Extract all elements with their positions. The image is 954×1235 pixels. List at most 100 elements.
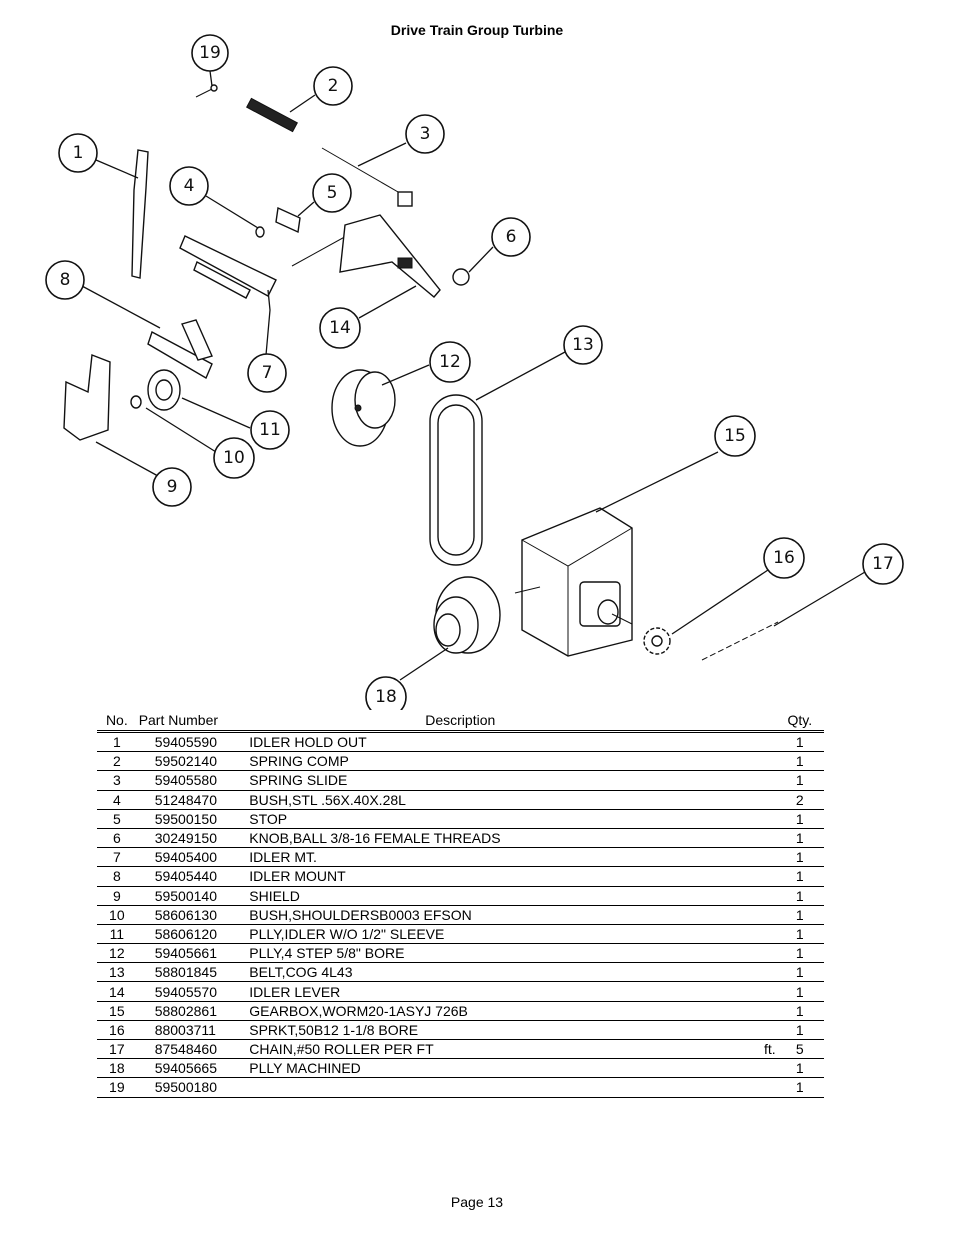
callout-8: 8: [45, 260, 85, 300]
cell-no: 7: [97, 847, 137, 868]
cell-qty: 5: [775, 1039, 824, 1060]
part-16-sprocket: [643, 627, 671, 655]
cell-no: 2: [97, 751, 137, 772]
cell-description: KNOB,BALL 3/8-16 FEMALE THREADS: [247, 828, 737, 849]
part-11-idler-pulley: [147, 369, 181, 411]
cell-unit: [736, 770, 776, 791]
cell-description: BUSH,STL .56X.40X.28L: [247, 790, 737, 810]
callout-7: 7: [247, 353, 287, 393]
callout-9: 9: [152, 467, 192, 507]
cell-description: SPRING SLIDE: [247, 770, 737, 791]
cell-description: PLLY,4 STEP 5/8" BORE: [247, 943, 737, 964]
cell-unit: [736, 866, 776, 887]
cell-description: BUSH,SHOULDERSB0003 EFSON: [247, 905, 737, 925]
cell-description: CHAIN,#50 ROLLER PER FT: [247, 1039, 737, 1060]
cell-unit: [736, 1001, 776, 1021]
cell-no: 10: [97, 905, 137, 925]
svg-text:8: 8: [60, 270, 71, 290]
part-15-gearbox: [514, 507, 633, 657]
cell-part-number: 88003711: [136, 1020, 248, 1041]
svg-text:7: 7: [262, 363, 273, 383]
cell-qty: 1: [775, 751, 824, 772]
svg-text:1: 1: [73, 143, 84, 163]
cell-description: GEARBOX,WORM20-1ASYJ 726B: [247, 1001, 737, 1021]
cell-part-number: 59405440: [136, 866, 248, 887]
callout-6: 6: [491, 217, 531, 257]
cell-unit: [736, 886, 776, 906]
cell-part-number: 59500140: [136, 886, 248, 906]
callout-4: 4: [169, 166, 209, 206]
header-description: Description: [247, 710, 737, 733]
header-qty: Qty.: [775, 710, 824, 733]
cell-no: 13: [97, 962, 137, 983]
header-no: No.: [97, 710, 137, 733]
cell-qty: 2: [775, 790, 824, 810]
cell-qty: 1: [775, 1077, 824, 1098]
part-8-idler-mount: [147, 319, 213, 380]
callout-14: 14: [319, 307, 361, 349]
svg-text:19: 19: [199, 43, 221, 63]
cell-no: 19: [97, 1077, 137, 1098]
cell-unit: [736, 1020, 776, 1041]
cell-description: BELT,COG 4L43: [247, 962, 737, 983]
callout-19: 19: [191, 34, 229, 72]
cell-unit: [736, 943, 776, 964]
callout-11: 11: [250, 410, 290, 450]
cell-part-number: 59502140: [136, 751, 248, 772]
cell-description: IDLER HOLD OUT: [247, 731, 737, 753]
cell-unit: [736, 924, 776, 945]
part-4-bushing: [255, 226, 265, 238]
callout-15: 15: [714, 415, 756, 457]
cell-qty: 1: [775, 905, 824, 925]
part-9-shield: [63, 354, 111, 441]
cell-qty: 1: [775, 1001, 824, 1021]
cell-unit: [736, 1077, 776, 1098]
page-title: Drive Train Group Turbine: [390, 22, 564, 38]
cell-description: IDLER LEVER: [247, 981, 737, 1002]
callout-2: 2: [313, 66, 353, 106]
cell-description: [247, 1077, 737, 1098]
cell-part-number: 59500150: [136, 809, 248, 829]
cell-description: PLLY MACHINED: [247, 1058, 737, 1079]
part-18-machined-pulley: [433, 576, 501, 654]
svg-text:15: 15: [724, 426, 746, 446]
cell-unit: [736, 790, 776, 810]
cell-no: 18: [97, 1058, 137, 1079]
cell-no: 1: [97, 731, 137, 753]
cell-part-number: 59405400: [136, 847, 248, 868]
cell-no: 6: [97, 828, 137, 849]
svg-text:18: 18: [375, 687, 397, 707]
cell-part-number: 51248470: [136, 790, 248, 810]
cell-part-number: 59500180: [136, 1077, 248, 1098]
cell-no: 5: [97, 809, 137, 829]
cell-description: IDLER MT.: [247, 847, 737, 868]
cell-qty: 1: [775, 886, 824, 906]
cell-qty: 1: [775, 847, 824, 868]
part-14-idler-lever: [291, 214, 441, 298]
cell-qty: 1: [775, 1020, 824, 1041]
svg-text:9: 9: [167, 477, 178, 497]
cell-qty: 1: [775, 828, 824, 849]
callout-3: 3: [405, 114, 445, 154]
cell-part-number: 58606120: [136, 924, 248, 945]
cell-no: 16: [97, 1020, 137, 1041]
part-10-bushing: [130, 395, 142, 409]
cell-qty: 1: [775, 943, 824, 964]
svg-text:6: 6: [506, 227, 517, 247]
cell-qty: 1: [775, 731, 824, 753]
svg-text:16: 16: [773, 548, 795, 568]
cell-no: 15: [97, 1001, 137, 1021]
cell-description: PLLY,IDLER W/O 1/2" SLEEVE: [247, 924, 737, 945]
cell-unit: [736, 828, 776, 849]
